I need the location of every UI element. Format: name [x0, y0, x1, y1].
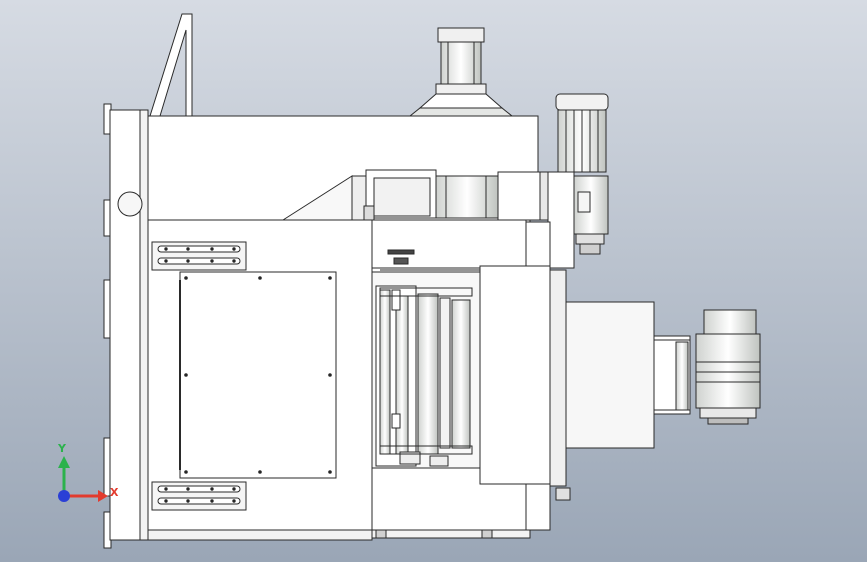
access-panel [179, 271, 337, 479]
side-roll-cover [565, 301, 691, 449]
x-axis-arrow-icon [98, 490, 108, 502]
right-gear-motor [547, 93, 609, 269]
slotted-rail-bottom [151, 481, 247, 511]
top-actuator-cylinder [408, 27, 514, 117]
drive-shaft-assembly [363, 169, 551, 221]
right-guard-door [479, 221, 571, 531]
machine-assembly[interactable] [103, 13, 761, 549]
foot-bolts [375, 529, 493, 539]
y-axis-arrow-icon [58, 456, 70, 468]
z-axis-dot-icon [58, 490, 70, 502]
coordinate-triad: X Y [57, 442, 119, 502]
left-side-plate [103, 103, 149, 549]
roller-frame [371, 219, 527, 469]
unwind-reel [675, 309, 761, 425]
triad-x-label: X [110, 486, 119, 499]
triad-y-label: Y [57, 442, 67, 455]
slotted-rail-top [151, 241, 247, 271]
